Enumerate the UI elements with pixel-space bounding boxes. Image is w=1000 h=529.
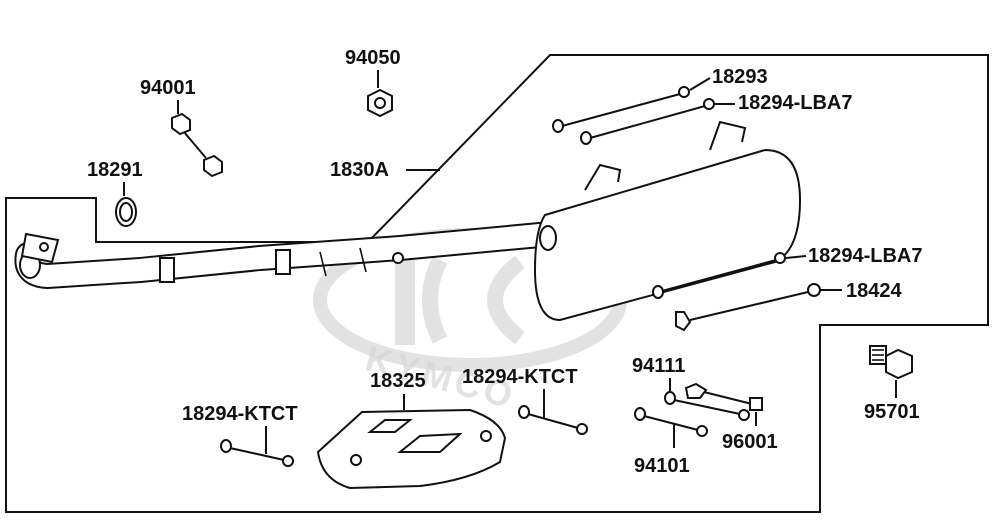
muffler <box>533 120 802 322</box>
bolt-18293 <box>552 86 690 133</box>
bolt-94111 <box>664 391 750 421</box>
exhaust-pipe <box>14 222 553 290</box>
label-94101: 94101 <box>634 455 690 477</box>
label-18294-lba7-mid: 18294-LBA7 <box>808 245 923 267</box>
bolt-18294-ktct-left <box>220 439 294 467</box>
label-94050: 94050 <box>345 47 401 69</box>
label-18294-lba7-top: 18294-LBA7 <box>738 92 853 114</box>
label-18291: 18291 <box>87 159 143 181</box>
label-1830A: 1830A <box>330 159 389 181</box>
label-18325: 18325 <box>370 370 426 392</box>
bolt-18294-lba7-mid <box>652 252 786 299</box>
heat-shield-18325 <box>316 408 507 490</box>
label-96001: 96001 <box>722 431 778 453</box>
label-94001: 94001 <box>140 77 196 99</box>
assembly-boundary <box>5 54 989 513</box>
bolt-95701 <box>869 345 913 380</box>
label-18424: 18424 <box>846 280 902 302</box>
stud-94001 <box>171 112 223 178</box>
bolt-96001 <box>684 382 763 411</box>
label-95701: 95701 <box>864 401 920 423</box>
nut-94050 <box>367 88 393 118</box>
bolt-94101 <box>634 407 708 437</box>
label-18294-ktct-left: 18294-KTCT <box>182 403 298 425</box>
bolt-18294-lba7-top <box>580 98 715 145</box>
bolt-18424 <box>675 283 821 332</box>
label-94111: 94111 <box>632 355 685 377</box>
bolt-18294-ktct-mid <box>518 405 588 435</box>
label-18293: 18293 <box>712 66 768 88</box>
label-18294-ktct-mid: 18294-KTCT <box>462 366 578 388</box>
gasket-18291 <box>115 197 137 227</box>
